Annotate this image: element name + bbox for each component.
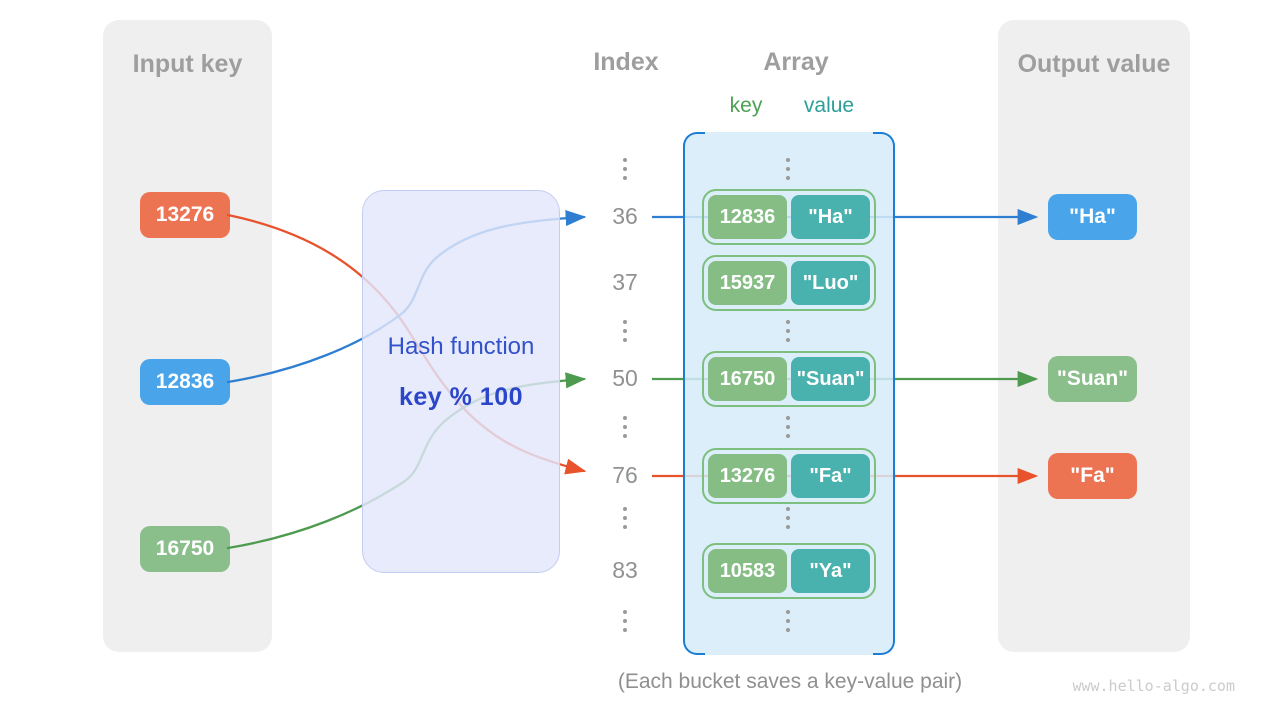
output-value-ha: "Ha" <box>1048 194 1137 240</box>
vertical-ellipsis-icon <box>614 158 636 180</box>
hash-function-formula: key % 100 <box>398 383 524 411</box>
output-value-title: Output value <box>1017 50 1171 78</box>
vertical-ellipsis-icon <box>614 416 636 438</box>
array-value-label: value <box>803 94 855 117</box>
vertical-ellipsis-icon <box>614 507 636 529</box>
hash-function-label: Hash function <box>387 333 535 360</box>
array-key-label: key <box>729 94 763 117</box>
index-76: 76 <box>612 462 638 488</box>
bucket-value: "Suan" <box>791 357 870 401</box>
input-key-12836: 12836 <box>140 359 230 405</box>
vertical-ellipsis-icon <box>614 610 636 632</box>
output-value-panel: Output value "Ha" "Suan" "Fa" <box>998 20 1190 652</box>
bucket-key: 12836 <box>708 195 787 239</box>
input-key-title: Input key <box>132 50 243 78</box>
array-bracket-left <box>683 132 705 655</box>
bucket-index-50: 16750 "Suan" <box>702 351 876 407</box>
vertical-ellipsis-icon <box>614 320 636 342</box>
bucket-value: "Ha" <box>791 195 870 239</box>
index-column-title: Index <box>593 48 659 76</box>
vertical-ellipsis-icon <box>777 610 799 632</box>
vertical-ellipsis-icon <box>777 320 799 342</box>
diagram-caption: (Each bucket saves a key-value pair) <box>617 670 963 693</box>
index-50: 50 <box>612 365 638 391</box>
bucket-value: "Luo" <box>791 261 870 305</box>
index-37: 37 <box>612 269 638 295</box>
bucket-key: 16750 <box>708 357 787 401</box>
site-watermark: www.hello-algo.com <box>1072 677 1235 695</box>
bucket-value: "Fa" <box>791 454 870 498</box>
vertical-ellipsis-icon <box>777 158 799 180</box>
index-83: 83 <box>612 557 638 583</box>
output-value-suan: "Suan" <box>1048 356 1137 402</box>
input-key-panel: Input key 13276 12836 16750 <box>103 20 272 652</box>
bucket-index-36: 12836 "Ha" <box>702 189 876 245</box>
vertical-ellipsis-icon <box>777 416 799 438</box>
bucket-key: 15937 <box>708 261 787 305</box>
hash-function-box: Hash function key % 100 <box>362 190 560 573</box>
bucket-index-37: 15937 "Luo" <box>702 255 876 311</box>
bucket-index-76: 13276 "Fa" <box>702 448 876 504</box>
bucket-index-83: 10583 "Ya" <box>702 543 876 599</box>
vertical-ellipsis-icon <box>777 507 799 529</box>
bucket-key: 10583 <box>708 549 787 593</box>
input-key-13276: 13276 <box>140 192 230 238</box>
array-column-title: Array <box>763 48 829 76</box>
array-bracket-right <box>873 132 895 655</box>
index-36: 36 <box>612 203 638 229</box>
bucket-key: 13276 <box>708 454 787 498</box>
input-key-16750: 16750 <box>140 526 230 572</box>
bucket-value: "Ya" <box>791 549 870 593</box>
output-value-fa: "Fa" <box>1048 453 1137 499</box>
